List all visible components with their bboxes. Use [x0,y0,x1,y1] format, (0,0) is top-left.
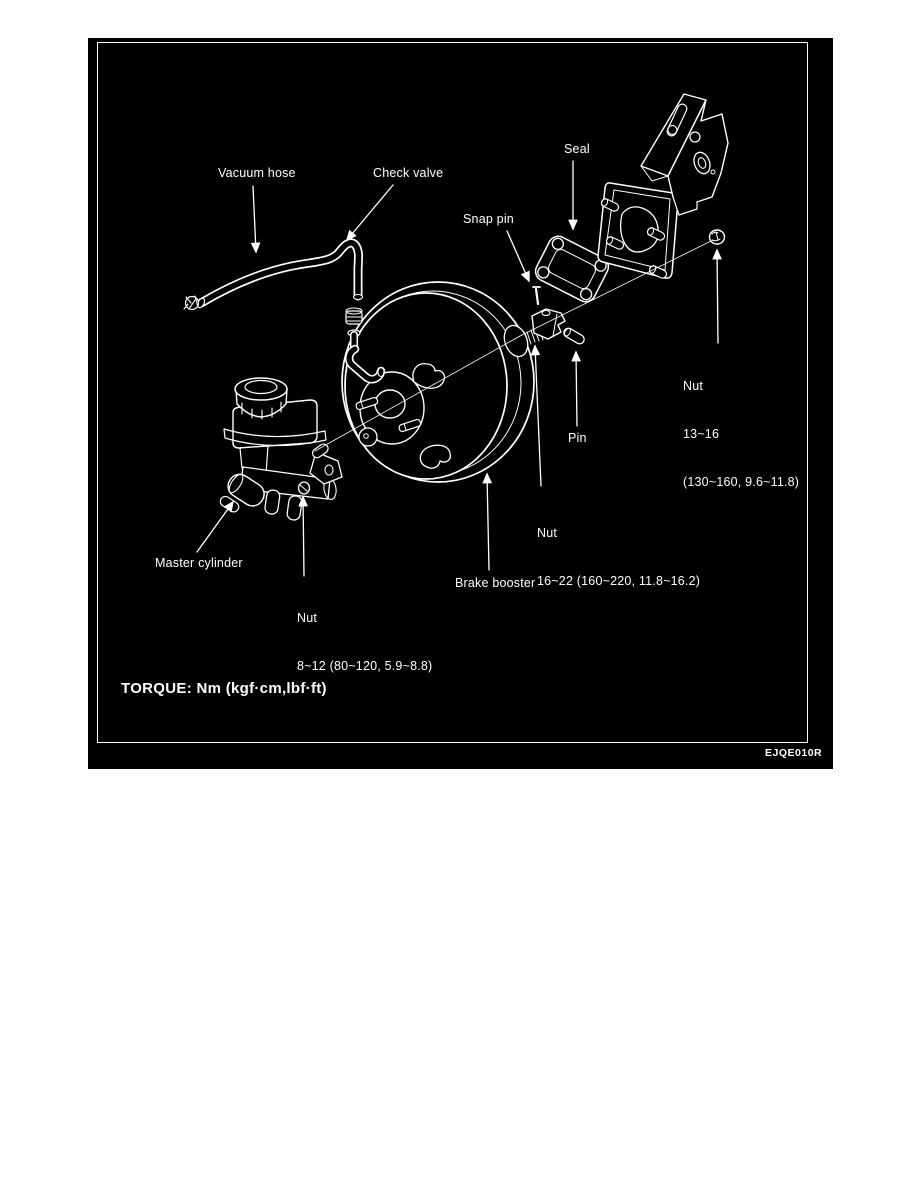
label-vacuum-hose: Vacuum hose [218,166,296,180]
nut-master-name: Nut [297,611,318,625]
figure-panel: Vacuum hose Check valve Seal Snap pin Nu… [88,38,833,769]
seal-gasket-drawing [534,235,610,303]
label-check-valve: Check valve [373,166,444,180]
torque-note: TORQUE: Nm (kgf·cm,lbf·ft) [121,680,327,697]
diagram-art [183,93,729,577]
snap-pin-drawing [532,286,541,306]
vacuum-hose-drawing [183,238,364,311]
check-valve-drawing [344,307,386,384]
nut-bracket-drawing [708,229,726,245]
master-cylinder-drawing [219,377,343,521]
nut-pushrod-detail: 16~22 (160~220, 11.8~16.2) [537,574,701,588]
label-nut-master-cylinder: Nut 8~12 (80~120, 5.9~8.8) [297,578,432,706]
label-seal: Seal [564,142,590,156]
label-brake-booster: Brake booster [455,576,536,590]
clevis-fork-drawing [531,308,566,340]
callout-arrows [196,160,722,577]
label-snap-pin: Snap pin [463,212,514,226]
label-master-cylinder: Master cylinder [155,556,243,570]
figure-code: EJQE010R [765,747,823,759]
bracket-drawing [640,93,729,216]
mounting-plate-drawing [597,182,679,279]
nut-bracket-name: Nut [683,379,704,393]
label-nut-bracket: Nut 13~16 (130~160, 9.6~11.8) [683,346,799,522]
pin-drawing [563,327,585,345]
nut-bracket-detail: (130~160, 9.6~11.8) [683,475,800,489]
nut-pushrod-name: Nut [537,526,558,540]
nut-master-detail: 8~12 (80~120, 5.9~8.8) [297,659,433,673]
nut-bracket-torque: 13~16 [683,427,720,441]
label-pin: Pin [568,431,587,445]
assembly-axis-line [314,240,712,452]
label-nut-pushrod: Nut 16~22 (160~220, 11.8~16.2) [537,493,700,621]
nut-master-cylinder-drawing [297,481,311,495]
